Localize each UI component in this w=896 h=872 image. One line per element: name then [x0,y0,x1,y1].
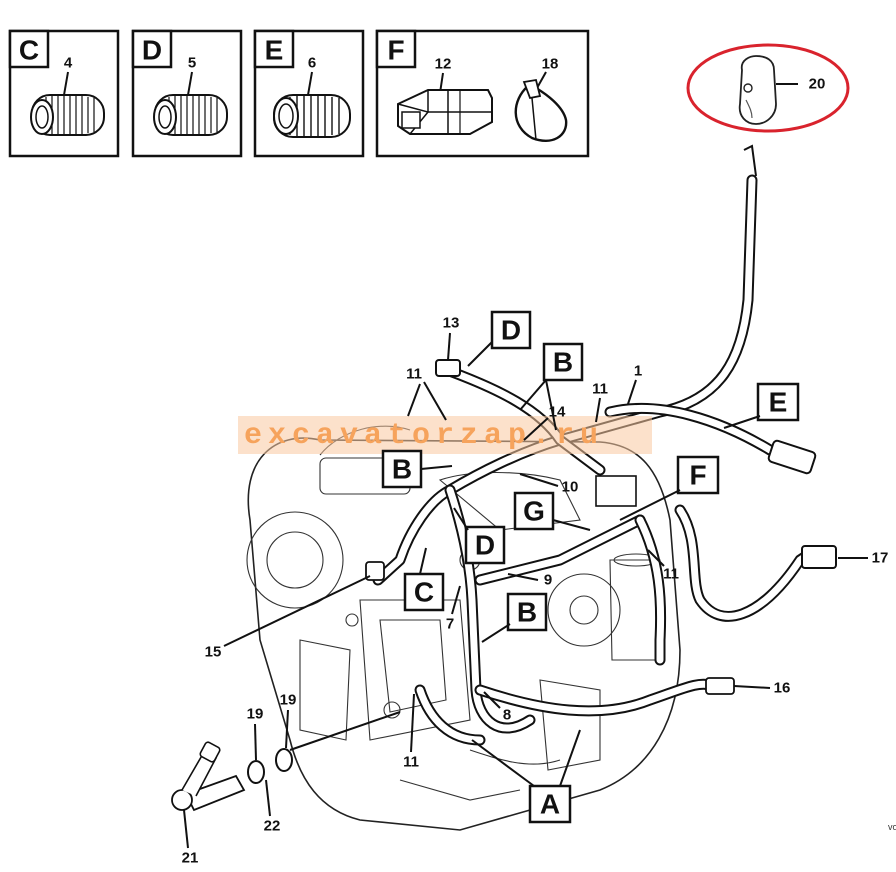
inset-f: F 12 18 [375,29,590,158]
svg-text:11: 11 [406,366,422,383]
svg-text:11: 11 [592,381,608,398]
inset-d: D 5 [131,29,243,158]
svg-text:D: D [501,315,521,346]
inset-c-letter: C [19,35,39,66]
temperature-sensor [171,741,293,812]
svg-text:F: F [689,460,706,491]
transmission-housing [246,425,681,831]
svg-text:14: 14 [549,404,566,421]
callout-b-top: B [519,342,584,431]
inset-d-part-number: 5 [188,55,196,72]
svg-text:21: 21 [182,850,199,867]
wiring-harness [365,144,837,746]
svg-text:13: 13 [443,315,460,332]
part-number-20: 20 [809,76,826,93]
callout-a: A [471,729,581,824]
corrugated-tube-icon [30,94,105,136]
callout-d-mid: D [453,507,506,565]
svg-text:15: 15 [205,644,222,661]
callout-b-left: B [381,449,453,489]
svg-text:11: 11 [663,566,679,583]
svg-text:8: 8 [503,707,511,724]
inset-c-part-number: 4 [64,55,73,72]
svg-text:16: 16 [774,680,791,697]
callout-f: F [619,455,720,521]
sensor-knob-icon [738,55,777,125]
svg-text:9: 9 [544,572,552,589]
svg-text:10: 10 [562,479,579,496]
svg-text:A: A [540,789,560,820]
inset-c: C 4 [8,29,120,158]
svg-text:C: C [414,577,434,608]
cable-tie-icon [514,78,568,143]
corrugated-tube-icon [153,94,228,136]
svg-text:D: D [475,530,495,561]
svg-text:E: E [769,387,788,418]
inset-f-part-number-tie: 18 [542,56,559,73]
svg-text:11: 11 [403,754,419,771]
svg-text:B: B [392,454,412,485]
svg-text:19: 19 [280,692,297,709]
svg-text:19: 19 [247,706,264,723]
inset-e-letter: E [265,35,284,66]
inset-f-part-number-connector: 12 [435,56,452,73]
svg-text:B: B [553,347,573,378]
highlighted-part-20: 20 [686,43,850,133]
svg-text:17: 17 [872,550,889,567]
callout-g: G [513,491,591,531]
watermark-text: excavatorzap.ru [244,419,604,453]
callout-d-top: D [467,310,532,367]
svg-text:22: 22 [264,818,281,835]
drawing-code: vo [888,822,896,832]
inset-d-letter: D [142,35,162,66]
watermark: excavatorzap.ru [238,416,652,454]
svg-text:B: B [517,597,537,628]
inset-e: E 6 [253,29,365,158]
svg-text:G: G [523,496,545,527]
inset-e-part-number: 6 [308,55,316,72]
connector-icon [397,89,493,135]
svg-text:7: 7 [446,616,454,633]
callout-e: E [723,382,800,429]
callout-b-low: B [481,592,548,643]
svg-text:1: 1 [634,363,642,380]
inset-f-letter: F [387,35,404,66]
corrugated-tube-icon [273,94,351,138]
callout-c: C [403,547,445,612]
part-callouts: 13 11 11 1 14 10 9 17 11 7 15 16 8 19 19 [182,315,889,867]
